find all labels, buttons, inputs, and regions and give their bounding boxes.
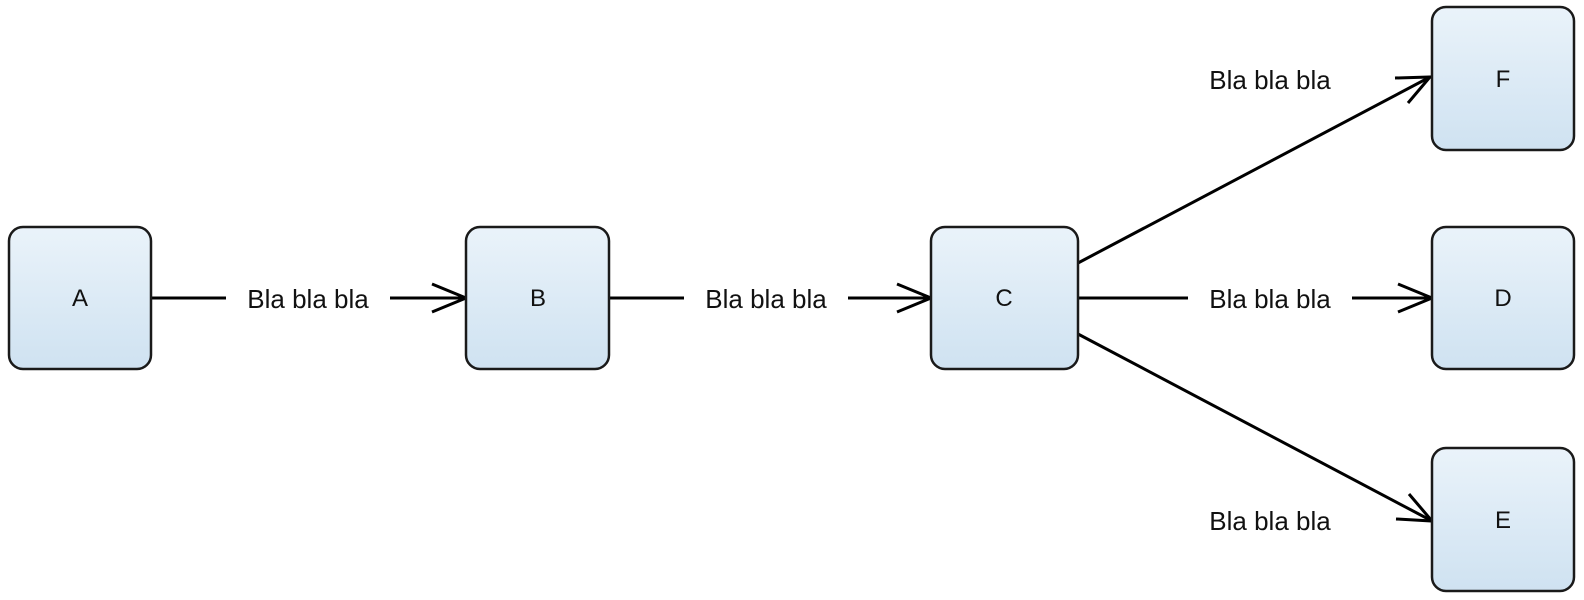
node-label: C <box>995 285 1012 312</box>
node-d[interactable]: D <box>1430 225 1576 371</box>
edge-c-d: Bla bla bla <box>1078 278 1436 316</box>
node-a[interactable]: A <box>7 225 153 371</box>
edge-label-bg <box>1188 278 1352 316</box>
node-box <box>464 225 611 371</box>
node-e[interactable]: E <box>1430 446 1576 593</box>
node-f[interactable]: F <box>1430 5 1576 152</box>
node-b[interactable]: B <box>464 225 611 371</box>
edge-c-e: Bla bla bla <box>1077 332 1436 536</box>
edge-line <box>1077 332 1433 523</box>
edge-line <box>1077 75 1431 265</box>
edge-label-bg <box>226 278 390 316</box>
node-box <box>1430 225 1576 371</box>
arrowhead-icon <box>1395 493 1436 523</box>
edge-a-b: Bla bla bla <box>151 278 470 316</box>
edge-label-a-b: Bla bla bla <box>247 284 369 314</box>
edge-c-f: Bla bla bla <box>1077 65 1434 265</box>
node-label: E <box>1495 507 1511 534</box>
arrowhead-icon <box>1394 75 1434 104</box>
node-label: F <box>1496 66 1511 93</box>
edge-label-c-f: Bla bla bla <box>1209 65 1331 95</box>
node-label: D <box>1494 285 1511 312</box>
edge-label-bg <box>684 278 848 316</box>
node-box <box>1430 446 1576 593</box>
node-box <box>7 225 153 371</box>
edge-label-c-d: Bla bla bla <box>1209 284 1331 314</box>
node-label: B <box>530 285 546 312</box>
node-c[interactable]: C <box>929 225 1080 371</box>
node-box <box>929 225 1080 371</box>
edge-label-c-e: Bla bla bla <box>1209 506 1331 536</box>
edge-label-b-c: Bla bla bla <box>705 284 827 314</box>
edge-b-c: Bla bla bla <box>609 278 935 316</box>
node-box <box>1430 5 1576 152</box>
node-label: A <box>72 285 88 312</box>
